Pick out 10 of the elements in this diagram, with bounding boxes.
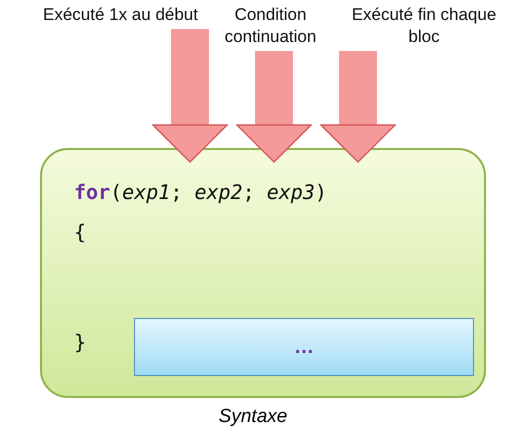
code-brace: } (74, 330, 86, 354)
code-block-box (134, 318, 474, 376)
annotation-label: Exécuté fin chaque bloc (343, 4, 505, 48)
caption: Syntaxe (218, 406, 288, 428)
code-panel (40, 148, 486, 398)
ellipsis-text: … (294, 336, 314, 358)
annotation-label: Exécuté 1x au début (26, 4, 198, 26)
code-brace: { (74, 220, 86, 244)
code-line: for(exp1; exp2; exp3) (74, 180, 327, 204)
annotation-label: Condition continuation (198, 4, 343, 48)
